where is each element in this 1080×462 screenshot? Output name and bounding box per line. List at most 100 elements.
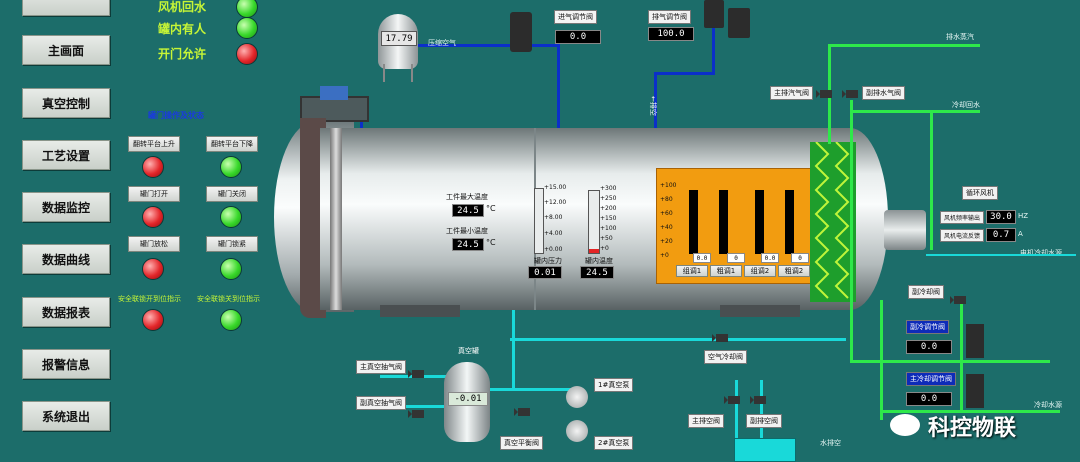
cool-return-label: 冷却回水	[952, 101, 980, 109]
aux-drain-label: 副排空阀	[746, 414, 782, 428]
nav-data-reports[interactable]: 数据报表	[22, 297, 110, 327]
compressed-air-pipe	[416, 44, 560, 47]
status-label-person-in-tank: 罐内有人	[158, 22, 207, 36]
green-pipe-6	[960, 300, 963, 410]
aux-cool-valve-label: 副冷却阀	[908, 285, 944, 299]
nav-data-curves[interactable]: 数据曲线	[22, 244, 110, 274]
door-btn-close[interactable]: 罐门关闭	[206, 186, 258, 202]
temp-tick: +50	[600, 235, 613, 242]
exhaust-pipe-vertical	[654, 72, 657, 142]
air-cool-valve[interactable]	[712, 334, 728, 342]
pressure-value: 0.01	[528, 266, 562, 279]
heater-btn-fine1[interactable]: 组调1	[676, 265, 708, 277]
status-lamp-person-in-tank	[236, 17, 258, 39]
vacuum-main-valve[interactable]	[408, 370, 424, 378]
main-vent-valve[interactable]	[816, 90, 832, 98]
cool-water-pipe	[880, 410, 1060, 413]
heater-tick: +80	[660, 196, 673, 203]
outlet-valve-value: 100.0	[648, 27, 694, 41]
door-btn-open[interactable]: 罐门打开	[128, 186, 180, 202]
nav-vacuum-control[interactable]: 真空控制	[22, 88, 110, 118]
door-btn-platform-up[interactable]: 翻转平台上升	[128, 136, 180, 152]
aux-cool-valve[interactable]	[950, 296, 966, 304]
door-lamp-loosen	[142, 258, 164, 280]
heater-bar-fine2	[755, 190, 764, 254]
heat-reg-valve-value: 0.0	[906, 340, 952, 354]
drain-steam-label: 排水蒸汽	[946, 33, 974, 41]
inlet-valve-label: 进气调节阀	[554, 10, 597, 24]
max-temp-value: 24.5	[452, 204, 484, 217]
nav-process-settings[interactable]: 工艺设置	[22, 140, 110, 170]
door-btn-platform-down[interactable]: 翻转平台下降	[206, 136, 258, 152]
safety-open-label: 安全联锁开到位指示	[118, 295, 181, 303]
temp-tick: +200	[600, 205, 617, 212]
max-temp-unit: °C	[486, 204, 496, 213]
door-btn-lock[interactable]: 罐门锁紧	[206, 236, 258, 252]
fan-freq-label: 风机频率输出	[940, 211, 985, 224]
main-cool-valve-value: 0.0	[906, 392, 952, 406]
fan-motor	[884, 210, 926, 250]
aux-vent-valve[interactable]	[842, 90, 858, 98]
green-pipe-5	[850, 360, 1050, 363]
heat-reg-valve-actuator[interactable]	[966, 324, 984, 358]
vacuum-tank-value: -0.01	[448, 392, 488, 406]
vessel-flange	[330, 128, 342, 310]
main-cool-valve-actuator[interactable]	[966, 374, 984, 408]
drain-valve-actuator[interactable]	[728, 8, 750, 38]
inlet-pipe-vertical	[557, 44, 560, 144]
heater-btn-coarse1[interactable]: 粗调1	[710, 265, 742, 277]
aux-drain-valve[interactable]	[750, 396, 766, 404]
watermark-text: 科控物联	[928, 416, 1017, 441]
main-drain-label: 主排空阀	[688, 414, 724, 428]
door-lamp-lock	[220, 258, 242, 280]
drain-pipe-1	[735, 380, 738, 450]
nav-main-screen[interactable]: 主画面	[22, 35, 110, 65]
circulation-fan-label: 循环风机	[962, 186, 998, 200]
motor-cooling-label: 电机冷却水源	[1020, 249, 1062, 257]
cool-water-in-label: 冷却水源	[1034, 401, 1062, 409]
heater-tick: +20	[660, 238, 673, 245]
vacuum-aux-valve[interactable]	[408, 410, 424, 418]
tank-leg-right	[411, 64, 413, 82]
heater-bar-fine1	[689, 190, 698, 254]
drain-basin	[734, 438, 796, 462]
door-frame-top	[300, 96, 369, 122]
vacuum-balance-valve[interactable]	[514, 408, 530, 416]
pressure-tick: +4.00	[544, 230, 563, 237]
fan-freq-value: 30.0	[986, 210, 1016, 224]
door-btn-loosen[interactable]: 罐门放松	[128, 236, 180, 252]
nav-alarm-info[interactable]: 报警信息	[22, 349, 110, 379]
air-cool-valve-label: 空气冷却阀	[704, 350, 747, 364]
pressure-tick: +15.00	[544, 184, 567, 191]
vacuum-pump-2[interactable]	[566, 420, 588, 442]
heater-value-fine1: 0.0	[693, 253, 711, 263]
heater-value-coarse2: 0	[791, 253, 809, 263]
heater-value-fine2: 0.0	[761, 253, 779, 263]
main-drain-valve[interactable]	[724, 396, 740, 404]
temp-tick: +150	[600, 215, 617, 222]
fan-freq-unit: HZ	[1018, 212, 1029, 220]
safety-close-lamp	[220, 309, 242, 331]
heater-tick: +100	[660, 182, 677, 189]
main-vent-valve-label: 主排汽气阀	[770, 86, 813, 100]
heater-bar-coarse1	[719, 190, 728, 254]
heater-btn-coarse2[interactable]: 粗调2	[778, 265, 810, 277]
outlet-valve-actuator[interactable]	[704, 0, 724, 28]
aux-vent-valve-label: 副排水气阀	[862, 86, 905, 100]
vacuum-pump-1[interactable]	[566, 386, 588, 408]
heater-btn-fine2[interactable]: 组调2	[744, 265, 776, 277]
tank-leg-left	[383, 64, 385, 82]
temp-label: 罐内温度	[585, 257, 613, 265]
nav-item-top[interactable]	[22, 0, 110, 16]
vacuum-main-valve-label: 主真空抽气阀	[356, 360, 406, 374]
nav-data-monitor[interactable]: 数据监控	[22, 192, 110, 222]
inlet-valve-actuator[interactable]	[510, 12, 532, 52]
vacuum-pipe-vertical	[512, 310, 515, 390]
vessel-support-left	[380, 305, 460, 317]
heat-exchanger	[810, 142, 856, 302]
status-label-fan-return: 风机回水	[158, 0, 207, 14]
heater-bar-coarse2	[785, 190, 794, 254]
heater-tick: +60	[660, 210, 673, 217]
door-motor	[320, 86, 348, 100]
nav-system-exit[interactable]: 系统退出	[22, 401, 110, 431]
